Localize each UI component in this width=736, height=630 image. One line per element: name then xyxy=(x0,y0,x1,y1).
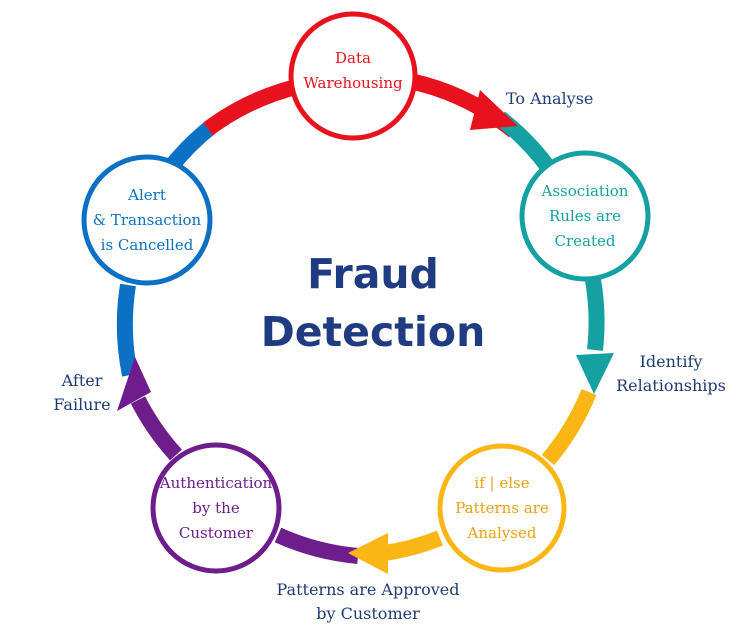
arc-alert-to-data-red xyxy=(203,78,302,136)
node-circle-authentication xyxy=(150,442,282,574)
arc-auth-to-alert xyxy=(130,396,182,461)
node-circle-alert-cancelled xyxy=(81,154,213,286)
arc-ifelse-to-auth-tail xyxy=(274,527,359,564)
edge-label-after-failure: After Failure xyxy=(53,371,111,414)
node-label-if-else-patterns: if | else Patterns are Analysed xyxy=(455,474,549,542)
arrowhead-to-ifelse xyxy=(576,353,614,394)
node-circle-if-else-patterns xyxy=(437,443,567,573)
arrowhead-to-auth xyxy=(348,533,388,574)
arc-association-to-ifelse-tail xyxy=(541,388,597,466)
node-label-alert-cancelled: Alert & Transaction is Cancelled xyxy=(92,186,202,254)
node-circle-association-rules xyxy=(519,150,651,282)
arrowhead-to-alert xyxy=(117,357,151,411)
arc-association-to-ifelse xyxy=(585,278,605,351)
node-label-data-warehousing: Data Warehousing xyxy=(303,49,403,92)
edge-label-to-analyse: To Analyse xyxy=(506,89,594,108)
edge-label-patterns-approved: Patterns are Approved by Customer xyxy=(276,580,460,623)
diagram-title: Fraud Detection xyxy=(260,250,486,356)
node-label-authentication: Authentication by the Customer xyxy=(159,474,273,542)
arrowhead-to-association xyxy=(470,90,518,130)
node-circle-data-warehousing xyxy=(288,11,418,141)
arc-auth-to-alert-tail xyxy=(116,283,138,377)
edge-label-identify-relationships: Identify Relationships xyxy=(616,352,726,395)
node-label-association-rules: Association Rules are Created xyxy=(541,182,629,250)
